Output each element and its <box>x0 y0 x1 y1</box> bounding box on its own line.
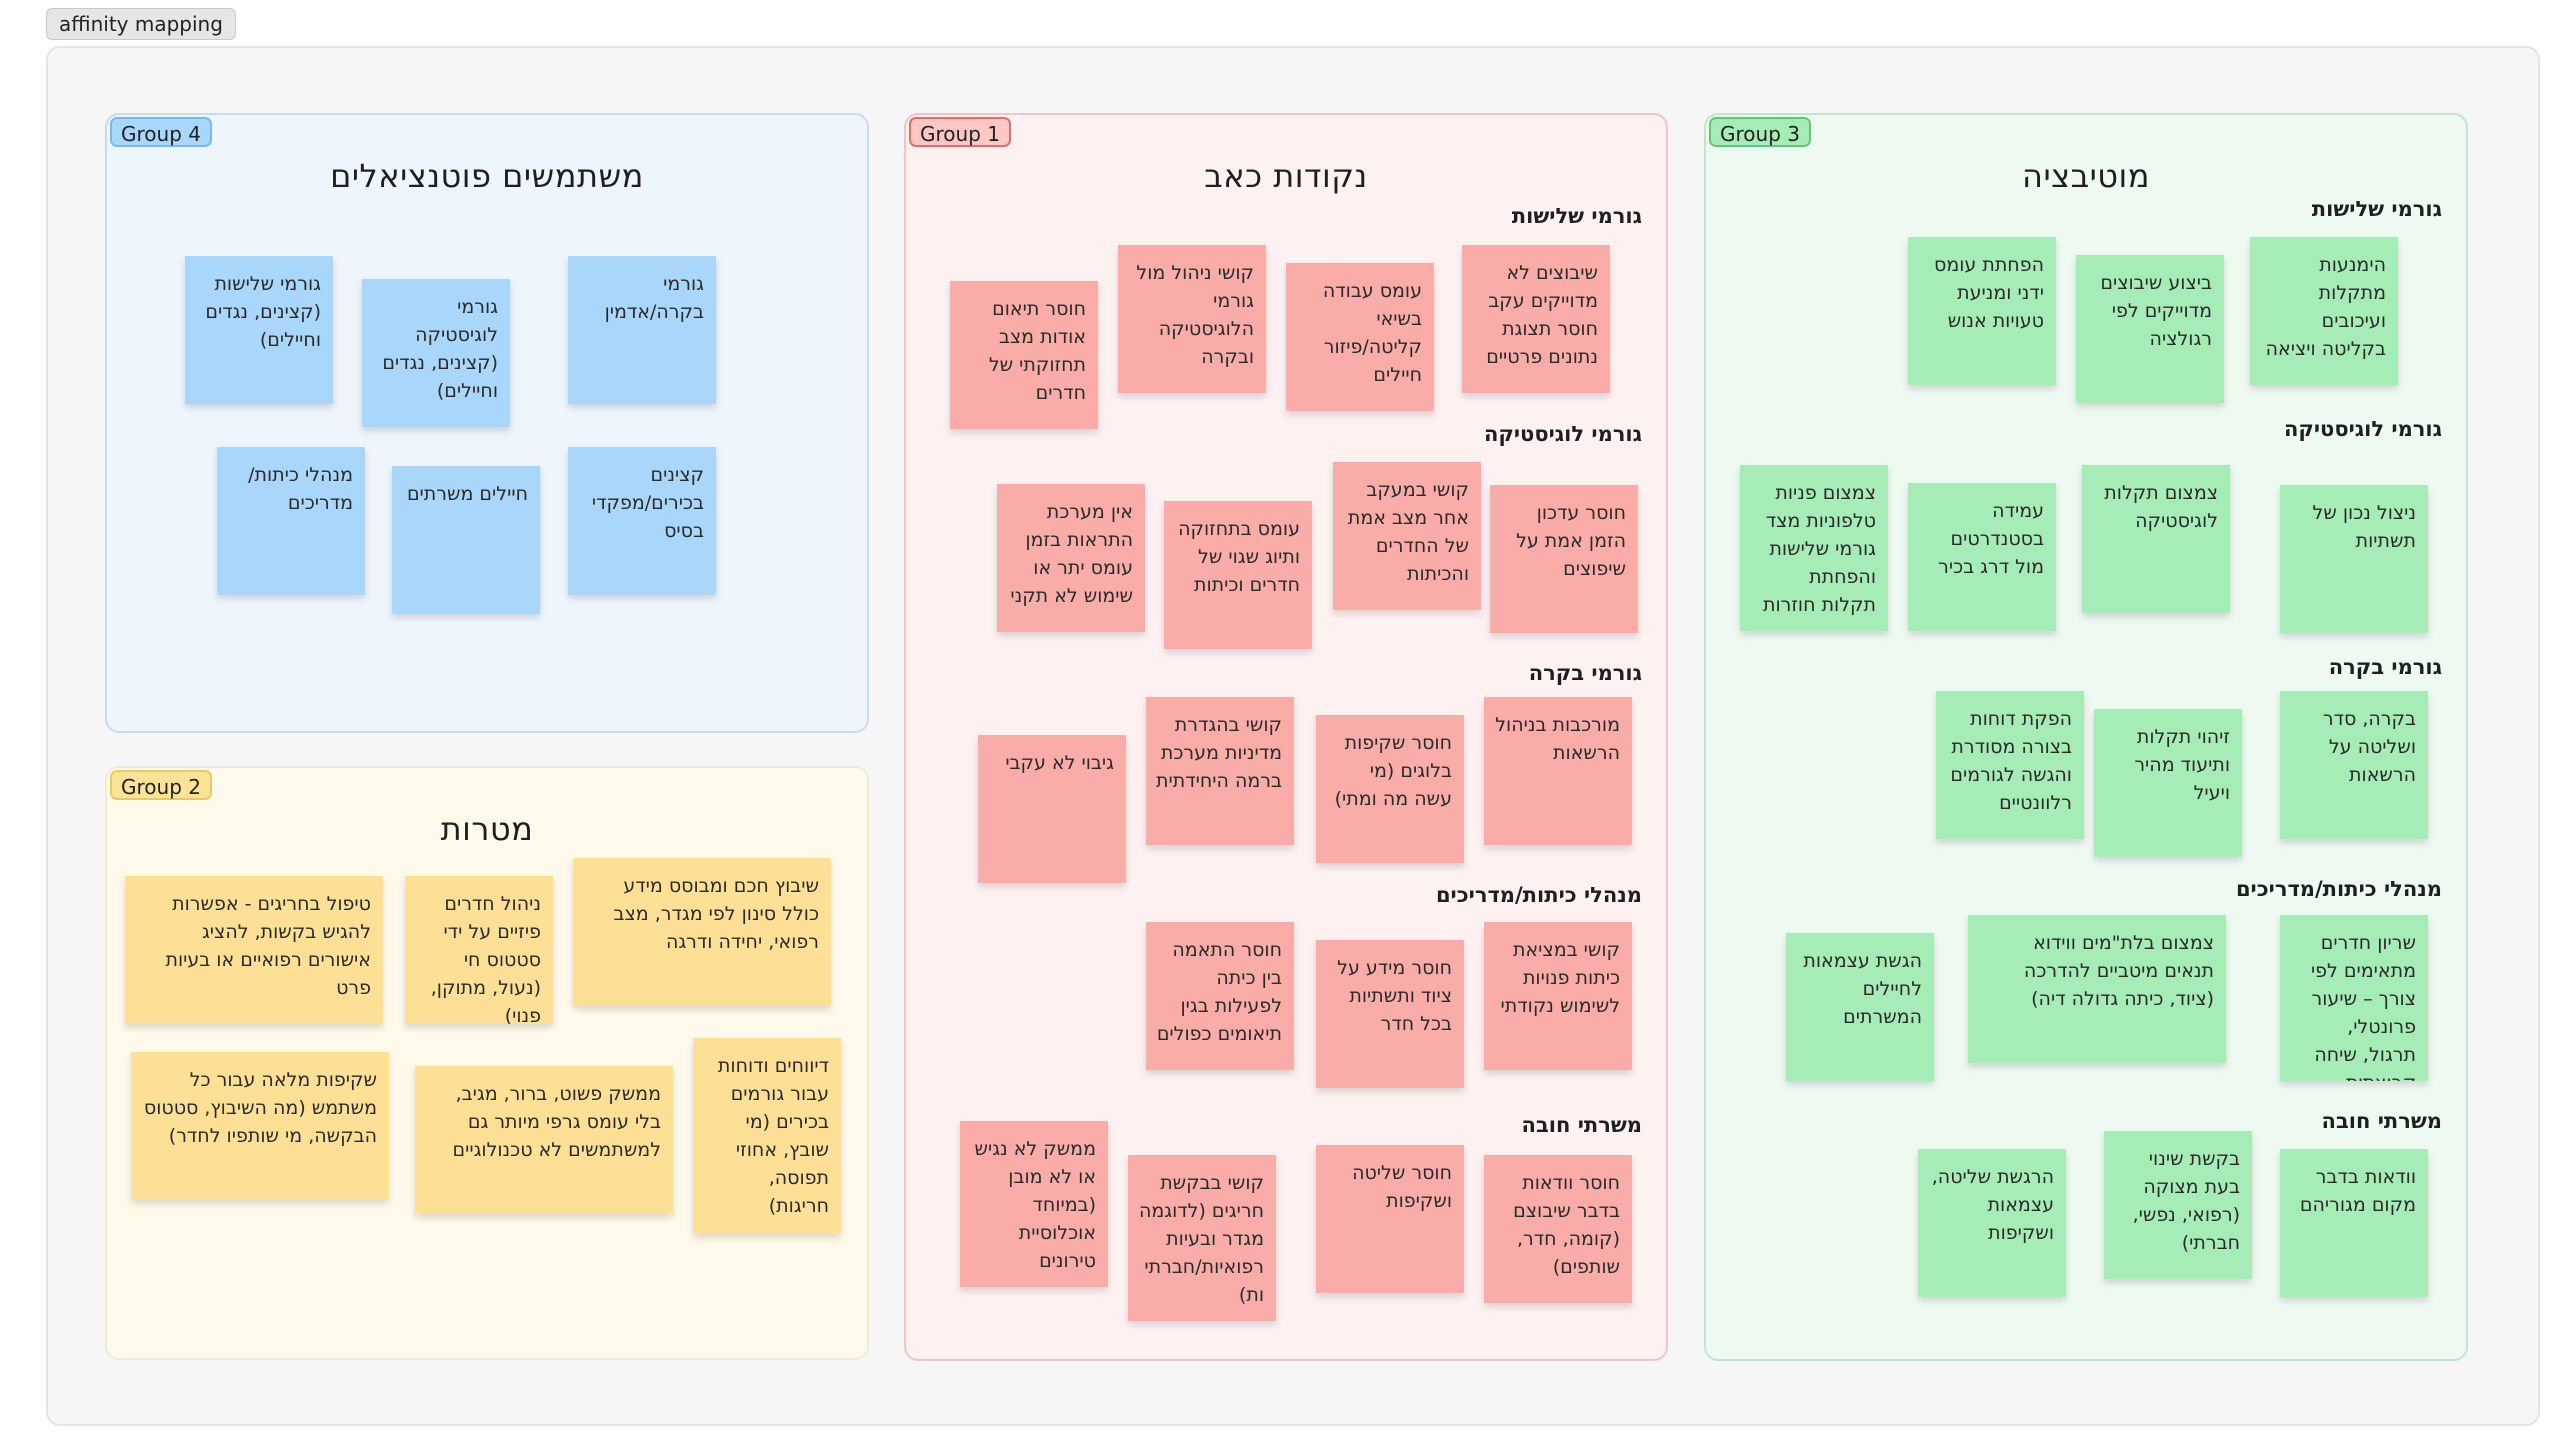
group-4-tag[interactable]: Group 4 <box>110 117 212 147</box>
sticky-note[interactable]: טיפול בחריגים - אפשרות להגיש בקשות, להצי… <box>125 876 383 1024</box>
sticky-note[interactable]: חוסר וודאות בדבר שיבוצם (קומה, חדר, שותפ… <box>1484 1155 1632 1303</box>
sticky-note[interactable]: צמצום תקלות לוגיסטיקה <box>2082 465 2230 613</box>
sticky-note[interactable]: הרגשת שליטה, עצמאות ושקיפות <box>1918 1149 2066 1297</box>
sticky-note[interactable]: קושי בהגדרת מדיניות מערכת ברמה היחידתית <box>1146 697 1294 845</box>
sticky-note[interactable]: הימנעות מתקלות ועיכובים בקליטה ויציאה <box>2250 237 2398 385</box>
sticky-note[interactable]: הגשת עצמאות לחיילים המשרתים <box>1786 933 1934 1081</box>
section-title: גורמי לוגיסטיקה <box>1483 422 1642 446</box>
group-2-frame[interactable]: Group 2 מטרות שיבוץ חכם ומבוסס מידע כולל… <box>105 766 869 1360</box>
sticky-note[interactable]: חוסר התאמה בין כיתה לפעילות בגין תיאומים… <box>1146 922 1294 1070</box>
group-1-title: נקודות כאב <box>1204 157 1368 195</box>
sticky-note[interactable]: ניהול חדרים פיזיים על ידי סטטוס חי (נעול… <box>405 876 553 1024</box>
sticky-note[interactable]: בקרה, סדר ושליטה על הרשאות <box>2280 691 2428 839</box>
section-title: גורמי בקרה <box>2328 655 2442 679</box>
group-4-title: משתמשים פוטנציאלים <box>330 157 644 195</box>
section-title: גורמי שלישות <box>2311 197 2442 221</box>
sticky-note[interactable]: קושי ניהול מול גורמי הלוגיסטיקה ובקרה <box>1118 245 1266 393</box>
sticky-note[interactable]: ניצול נכון של תשתיות <box>2280 485 2428 633</box>
sticky-note[interactable]: זיהוי תקלות ותיעוד מהיר ויעיל <box>2094 709 2242 857</box>
sticky-note[interactable]: אין מערכת התראות בזמן עומס יתר או שימוש … <box>997 484 1145 632</box>
section-title: מנהלי כיתות/מדריכים <box>1435 883 1642 907</box>
board-title[interactable]: affinity mapping <box>46 8 236 40</box>
sticky-note[interactable]: עמידה בסטנדרטים מול דרג בכיר <box>1908 483 2056 631</box>
group-1-tag[interactable]: Group 1 <box>909 117 1011 147</box>
sticky-note[interactable]: בקשת שינוי בעת מצוקה (רפואי, נפשי, חברתי… <box>2104 1131 2252 1279</box>
section-title: גורמי בקרה <box>1528 661 1642 685</box>
sticky-note[interactable]: מנהלי כיתות/ מדריכים <box>217 447 365 595</box>
sticky-note[interactable]: שקיפות מלאה עבור כל משתמש (מה השיבוץ, סט… <box>131 1052 389 1200</box>
section-title: מנהלי כיתות/מדריכים <box>2235 877 2442 901</box>
sticky-note[interactable]: ממשק לא נגיש או לא מובן (במיוחד אוכלוסיי… <box>960 1121 1108 1287</box>
sticky-note[interactable]: חוסר שליטה ושקיפות <box>1316 1145 1464 1293</box>
sticky-note[interactable]: קושי במעקב אחר מצב אמת של החדרים והכיתות <box>1333 462 1481 610</box>
sticky-note[interactable]: הפקת דוחות בצורה מסודרת והגשה לגורמים רל… <box>1936 691 2084 839</box>
sticky-note[interactable]: חוסר תיאום אודות מצב תחזוקתי של חדרים <box>950 281 1098 429</box>
section-title: גורמי לוגיסטיקה <box>2283 417 2442 441</box>
group-2-title: מטרות <box>440 810 534 848</box>
group-4-frame[interactable]: Group 4 משתמשים פוטנציאלים גורמי שלישות … <box>105 113 869 733</box>
sticky-note[interactable]: חוסר שקיפות בלוגים (מי עשה מה ומתי) <box>1316 715 1464 863</box>
sticky-note[interactable]: קושי בבקשת חריגים (לדוגמה מגדר ובעיות רפ… <box>1128 1155 1276 1321</box>
group-3-tag[interactable]: Group 3 <box>1709 117 1811 147</box>
board-canvas[interactable]: Group 4 משתמשים פוטנציאלים גורמי שלישות … <box>46 46 2540 1426</box>
group-3-title: מוטיבציה <box>2022 157 2150 195</box>
sticky-note[interactable]: הפחתת עומס ידני ומניעת טעויות אנוש <box>1908 237 2056 385</box>
sticky-note[interactable]: עומס בתחזוקה ותיוג שגוי של חדרים וכיתות <box>1164 501 1312 649</box>
sticky-note[interactable]: גורמי לוגיסטיקה (קצינים, נגדים וחיילים) <box>362 279 510 427</box>
sticky-note[interactable]: צמצום בלת"מים ווידוא תנאים מיטביים להדרכ… <box>1968 915 2226 1063</box>
sticky-note[interactable]: וודאות בדבר מקום מגוריהם <box>2280 1149 2428 1297</box>
group-2-tag[interactable]: Group 2 <box>110 770 212 800</box>
sticky-note[interactable]: שיבוץ חכם ומבוסס מידע כולל סינון לפי מגד… <box>573 858 831 1006</box>
sticky-note[interactable]: חוסר עדכון הזמן אמת על שיפוצים <box>1490 485 1638 633</box>
sticky-note[interactable]: שריון חדרים מתאימים לפי צורך – שיעור פרו… <box>2280 915 2428 1081</box>
sticky-note[interactable]: גיבוי לא עקבי <box>978 735 1126 883</box>
group-3-frame[interactable]: Group 3 מוטיבציה גורמי שלישות הימנעות מת… <box>1704 113 2468 1361</box>
section-title: משרתי חובה <box>1521 1113 1642 1137</box>
section-title: משרתי חובה <box>2321 1109 2442 1133</box>
sticky-note[interactable]: קצינים בכירים/מפקדי בסיס <box>568 447 716 595</box>
sticky-note[interactable]: קושי במציאת כיתות פנויות לשימוש נקודתי <box>1484 922 1632 1070</box>
sticky-note[interactable]: שיבוצים לא מדוייקים עקב חוסר תצוגת נתוני… <box>1462 245 1610 393</box>
group-1-frame[interactable]: Group 1 נקודות כאב גורמי שלישות שיבוצים … <box>904 113 1668 1361</box>
sticky-note[interactable]: חוסר מידע על ציוד ותשתיות בכל חדר <box>1316 940 1464 1088</box>
sticky-note[interactable]: ממשק פשוט, ברור, מגיב, בלי עומס גרפי מיו… <box>415 1066 673 1214</box>
sticky-note[interactable]: גורמי בקרה/אדמין <box>568 256 716 404</box>
sticky-note[interactable]: מורכבות בניהול הרשאות <box>1484 697 1632 845</box>
sticky-note[interactable]: ביצוע שיבוצים מדוייקים לפי רגולציה <box>2076 255 2224 403</box>
sticky-note[interactable]: צמצום פניות טלפוניות מצד גורמי שלישות וה… <box>1740 465 1888 631</box>
sticky-note[interactable]: חיילים משרתים <box>392 466 540 614</box>
section-title: גורמי שלישות <box>1511 204 1642 228</box>
sticky-note[interactable]: עומס עבודה בשיאי קליטה/פיזור חיילים <box>1286 263 1434 411</box>
sticky-note[interactable]: דיווחים ודוחות עבור גורמים בכירים (מי שו… <box>693 1038 841 1234</box>
sticky-note[interactable]: גורמי שלישות (קצינים, נגדים וחיילים) <box>185 256 333 404</box>
